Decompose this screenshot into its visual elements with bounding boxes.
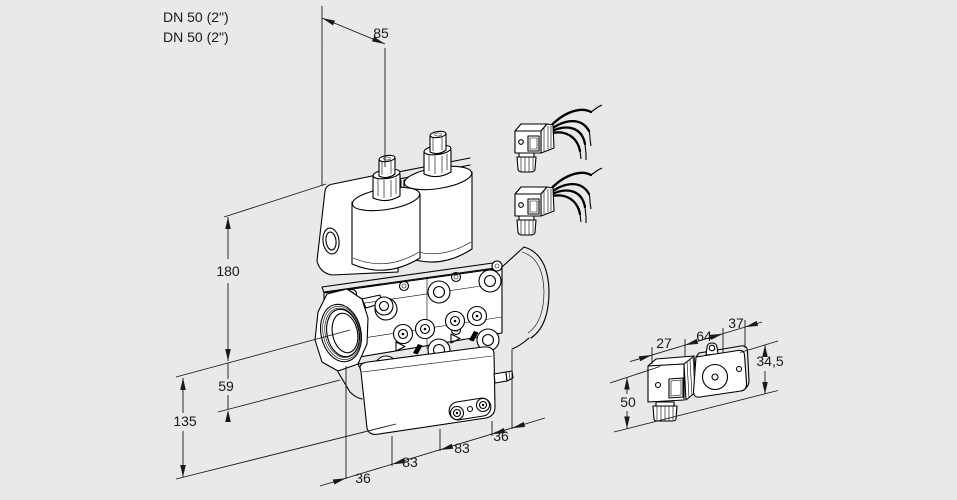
dim-59: 59: [218, 378, 234, 394]
dimension-lines: [175, 6, 779, 487]
connection-size-label-1: DN 50 (2"): [163, 9, 229, 25]
coil1-cap-base: [372, 173, 401, 202]
cable-gland: [516, 156, 537, 173]
dim-chain-36a: 36: [355, 470, 371, 486]
vent-screw: [493, 371, 508, 384]
regulator-plate: [448, 397, 492, 421]
actuator-side-view: [647, 342, 750, 422]
flange-right: [501, 246, 550, 350]
valve-assembly: [314, 130, 550, 435]
dim-27: 27: [656, 335, 672, 351]
valve-body: [321, 260, 503, 379]
solenoid-coil-1: [351, 154, 421, 271]
body-ports: [392, 305, 488, 345]
dim-85: 85: [373, 25, 389, 41]
dim-34-5: 34,5: [756, 353, 783, 369]
dim-chain-83a: 83: [402, 454, 418, 470]
coil2-cap-base: [423, 149, 452, 178]
labels: DN 50 (2") DN 50 (2") 85 180 59 135 36 8…: [163, 9, 784, 486]
dim-50: 50: [620, 394, 636, 410]
actuator-plug: [647, 363, 685, 403]
dim-chain-83b: 83: [454, 440, 470, 456]
actuator-body: [692, 349, 748, 398]
pressure-regulator: [337, 346, 514, 435]
connection-size-label-2: DN 50 (2"): [163, 29, 229, 45]
solenoid-coil-2: [403, 130, 473, 263]
dim-135: 135: [173, 413, 197, 429]
actuator-top-tab: [705, 342, 719, 356]
dim-37: 37: [728, 315, 744, 331]
wire-terminals: [579, 104, 603, 160]
dim-180: 180: [216, 263, 240, 279]
cable-connector-1: [514, 104, 603, 173]
dim-64: 64: [696, 328, 712, 344]
dim-chain-36b: 36: [493, 428, 509, 444]
cable-connector-2: [513, 166, 604, 237]
